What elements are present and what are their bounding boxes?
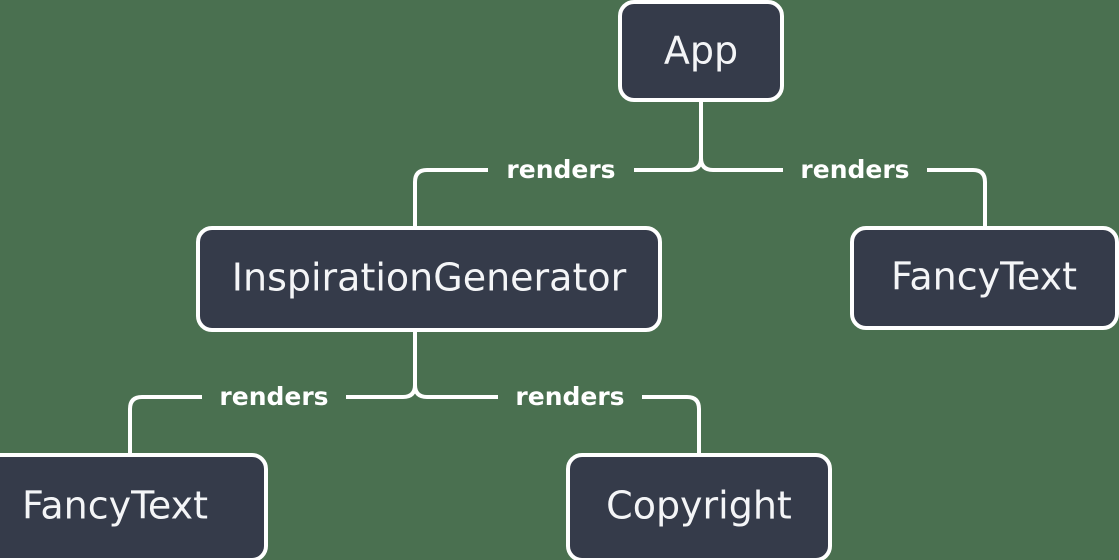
node-fancytext-right-label: FancyText bbox=[891, 255, 1077, 299]
node-copyright-box[interactable] bbox=[566, 453, 832, 560]
edge-label-bottom-left: renders bbox=[202, 379, 346, 415]
edge-label-bottom-right-backdrop bbox=[498, 379, 642, 415]
edge-label-top-right-text: renders bbox=[800, 155, 909, 184]
edge-label-bottom-right-text: renders bbox=[515, 382, 624, 411]
node-fancytext-right[interactable]: FancyText bbox=[850, 226, 1119, 330]
node-app[interactable]: App bbox=[618, 0, 784, 102]
node-inspiration-generator-label: InspirationGenerator bbox=[232, 256, 627, 300]
node-fancytext-bottom-left-label: FancyText bbox=[22, 484, 208, 528]
node-inspiration-generator[interactable]: InspirationGenerator bbox=[196, 226, 662, 332]
edge-label-bottom-left-backdrop bbox=[202, 379, 346, 415]
node-copyright-label: Copyright bbox=[606, 484, 792, 528]
edge-label-top-left-backdrop bbox=[488, 152, 634, 188]
node-fancytext-right-box[interactable] bbox=[850, 226, 1119, 330]
edge-label-top-left-text: renders bbox=[506, 155, 615, 184]
node-app-label: App bbox=[664, 29, 738, 73]
edge-label-bottom-right: renders bbox=[498, 379, 642, 415]
node-fancytext-bottom-left[interactable]: FancyText bbox=[0, 453, 268, 560]
node-app-box[interactable] bbox=[618, 0, 784, 102]
edge-label-top-right: renders bbox=[783, 152, 927, 188]
edge-label-top-right-backdrop bbox=[783, 152, 927, 188]
edge-label-top-left: renders bbox=[488, 152, 634, 188]
edge-label-bottom-left-text: renders bbox=[219, 382, 328, 411]
node-fancytext-bottom-left-box[interactable] bbox=[0, 453, 268, 560]
node-copyright[interactable]: Copyright bbox=[566, 453, 832, 560]
node-inspiration-generator-box[interactable] bbox=[196, 226, 662, 332]
